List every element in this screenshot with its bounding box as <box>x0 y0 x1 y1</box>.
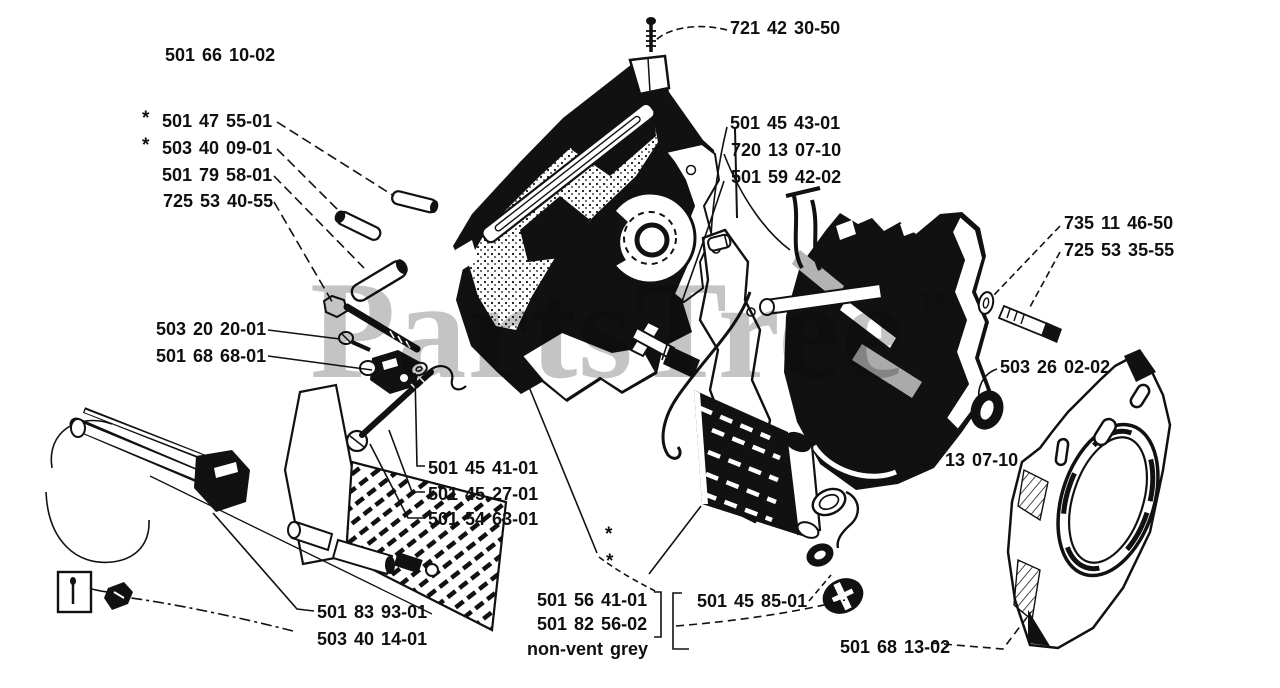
part-label-501-79-58-01: 501 79 58-01 <box>162 165 273 185</box>
cylinder-finned-box-art <box>694 390 822 539</box>
part-label-503-26-02-02: 503 26 02-02 <box>1000 357 1111 377</box>
cover-plate-art <box>1006 349 1172 650</box>
part-label-501-45-85-01: 501 45 85-01 <box>697 591 808 611</box>
part-label-501-47-55-01: 501 47 55-01 <box>162 111 273 131</box>
part-label-501-68-68-01: 501 68 68-01 <box>156 346 267 366</box>
tensioner-wire-art <box>661 291 752 460</box>
crankcase-front-half-art <box>453 54 721 402</box>
part-label-720-13-07-10-a: 720 13 07-10 <box>731 140 842 160</box>
curve-star-2: * <box>606 551 614 572</box>
part-label-501-66-10-02: 501 66 10-02 <box>165 45 276 65</box>
part-label-501-56-41-01: 501 56 41-01 <box>537 590 648 610</box>
part-label-501-68-13-02: 501 68 13-02 <box>840 637 951 657</box>
part-label-721-42-30-50: 721 42 30-50 <box>730 18 841 38</box>
square-head-bolt-art <box>629 320 700 378</box>
fuel-cap-parts-art <box>806 487 864 614</box>
part-label-725-53-35-55: 725 53 35-55 <box>1064 240 1175 260</box>
watermark-text: PartsTree <box>310 253 905 408</box>
curve-star-1: * <box>605 524 613 545</box>
footnote-star-2: * <box>142 135 150 156</box>
part-label-501-45-43-01: 501 45 43-01 <box>730 113 841 133</box>
leader-lines <box>122 25 1061 650</box>
washer-and-bolt-art <box>977 291 1062 343</box>
part-label-501-45-41-01: 501 45 41-01 <box>428 458 539 478</box>
part-label-501-45-27-01: 501 45 27-01 <box>428 484 539 504</box>
part-label-503-20-20-01: 503 20 20-01 <box>156 319 267 339</box>
note-non-vent-grey: non-vent grey <box>527 639 649 659</box>
part-label-501-82-56-02: 501 82 56-02 <box>537 614 648 634</box>
crankcase-rear-half-art <box>759 186 991 490</box>
screw-art <box>646 17 656 52</box>
watermark-trademark-icon: TM <box>919 288 957 313</box>
front-guard-assembly-art <box>45 383 508 632</box>
part-label-501-59-42-02: 501 59 42-02 <box>731 167 842 187</box>
part-label-735-11-46-50: 735 11 46-50 <box>1064 213 1174 233</box>
part-label-725-53-40-55: 725 53 40-55 <box>163 191 274 211</box>
small-pin-art <box>707 233 732 252</box>
warning-decal-box-art <box>56 570 133 614</box>
part-label-501-83-93-01: 501 83 93-01 <box>317 602 428 622</box>
part-label-720-13-07-10-b: 720 13 07-10 <box>908 450 1019 470</box>
part-label-501-54-63-01: 501 54 63-01 <box>428 509 539 529</box>
footnote-star-1: * <box>142 108 150 129</box>
dowel-pins-and-bolts-art <box>322 190 467 453</box>
part-label-503-40-14-01: 503 40 14-01 <box>317 629 428 649</box>
part-label-503-40-09-01: 503 40 09-01 <box>162 138 273 158</box>
